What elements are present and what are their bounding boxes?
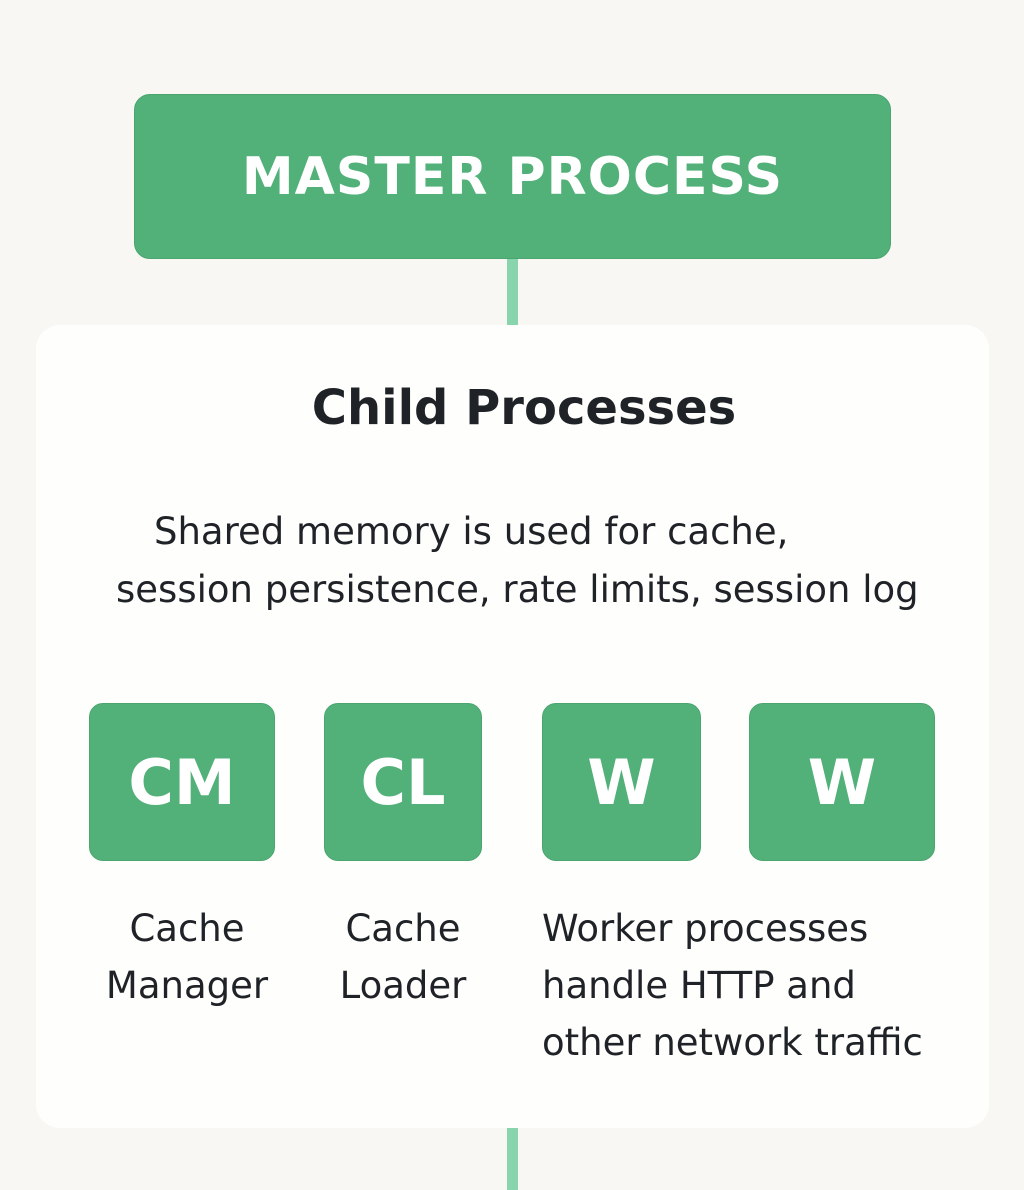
master-process-node: MASTER PROCESS [134,94,891,259]
workers-caption-line-2: handle HTTP and [542,964,856,1007]
worker-1-abbr: W [587,745,656,819]
workers-caption-line-1: Worker processes [542,907,869,950]
cache-loader-caption: Cache Loader [310,900,496,1014]
cache-manager-caption-line-2: Manager [105,964,269,1007]
master-to-children-connector [507,259,518,325]
cache-manager-abbr: CM [128,745,236,819]
cache-loader-caption-line-2: Loader [339,964,467,1007]
cache-manager-node: CM [89,703,275,861]
shared-memory-text-line-1: Shared memory is used for cache, [154,510,789,553]
cache-manager-caption-line-1: Cache [129,907,245,950]
workers-caption: Worker processes handle HTTP and other n… [542,900,982,1071]
worker-node-1: W [542,703,701,861]
cache-loader-abbr: CL [360,745,446,819]
children-bottom-connector [507,1128,518,1190]
cache-loader-node: CL [324,703,482,861]
cache-manager-caption: Cache Manager [82,900,292,1014]
child-processes-title: Child Processes [311,380,737,436]
workers-caption-line-3: other network traffic [542,1021,923,1064]
cache-loader-caption-line-1: Cache [345,907,461,950]
shared-memory-text-line-2: session persistence, rate limits, sessio… [116,568,919,611]
worker-2-abbr: W [807,745,877,819]
worker-node-2: W [749,703,935,861]
master-process-label: MASTER PROCESS [241,146,784,207]
